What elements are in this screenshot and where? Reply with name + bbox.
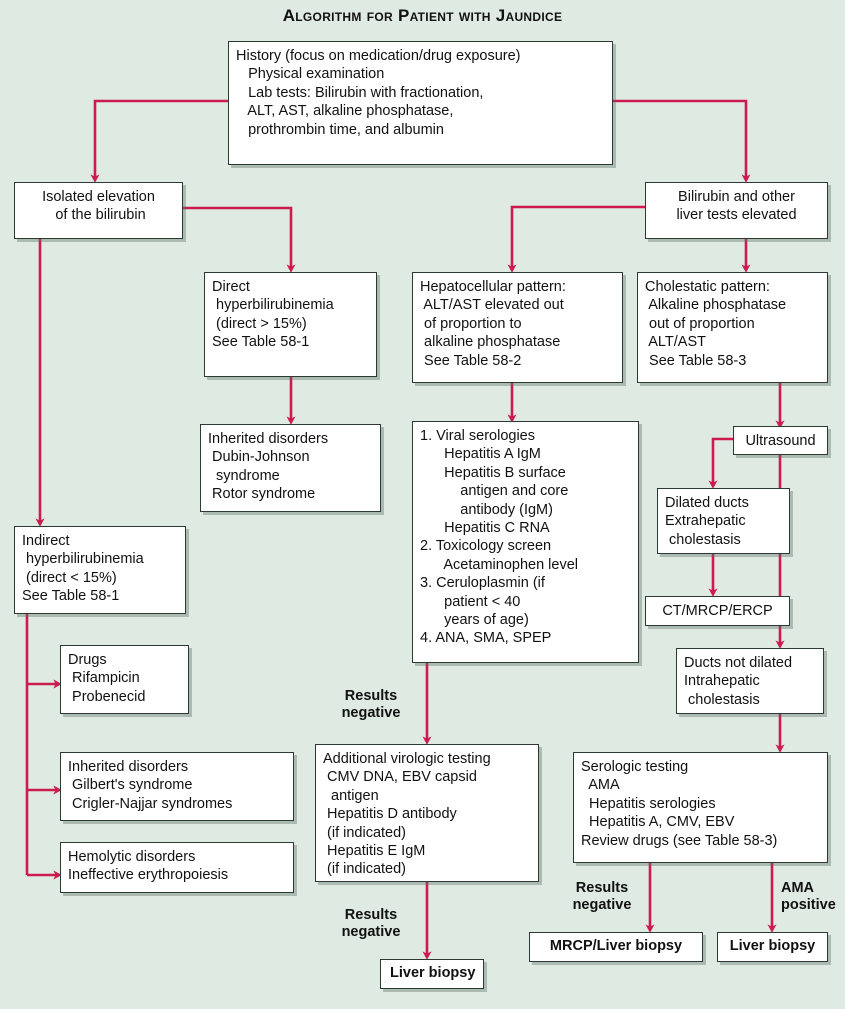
box-hemolytic-disorders: Hemolytic disorders Ineffective erythrop… [60,842,294,893]
box-liver-biopsy-right: Liver biopsy [717,932,828,962]
box-ultrasound: Ultrasound [733,426,828,455]
box-bilirubin-other: Bilirubin and other liver tests elevated [645,182,828,239]
page-title: Algorithm for Patient with Jaundice [282,6,563,25]
label-results-negative-center-top: Results negative [341,688,401,721]
box-ducts-not-dilated: Ducts not dilated Intrahepatic cholestas… [676,648,824,714]
box-cholestatic-pattern: Cholestatic pattern: Alkaline phosphatas… [637,272,828,383]
label-ama-positive: AMA positive [781,880,836,913]
box-mrcp-liver-biopsy: MRCP/Liver biopsy [529,932,703,962]
box-indirect-hyperbilirubinemia: Indirect hyperbilirubinemia (direct < 15… [14,526,186,614]
box-serologic-testing: Serologic testing AMA Hepatitis serologi… [573,752,828,863]
label-results-negative-right: Results negative [572,880,632,913]
box-isolated-elevation: Isolated elevation of the bilirubin [14,182,183,239]
box-history: History (focus on medication/drug exposu… [228,41,613,165]
box-drugs: Drugs Rifampicin Probenecid [60,645,189,714]
box-direct-hyperbilirubinemia: Direct hyperbilirubinemia (direct > 15%)… [204,272,377,377]
box-liver-biopsy-center: Liver biopsy [380,959,484,989]
box-ct-mrcp-ercp: CT/MRCP/ERCP [645,596,790,626]
box-inherited-disorders-indirect: Inherited disorders Gilbert's syndrome C… [60,752,294,821]
box-workup-list: 1. Viral serologies Hepatitis A IgM Hepa… [412,421,639,663]
label-results-negative-center-bottom: Results negative [341,907,401,940]
box-additional-virologic-testing: Additional virologic testing CMV DNA, EB… [315,744,539,882]
box-hepatocellular-pattern: Hepatocellular pattern: ALT/AST elevated… [412,272,623,383]
box-inherited-disorders-direct: Inherited disorders Dubin-Johnson syndro… [200,424,381,512]
box-dilated-ducts: Dilated ducts Extrahepatic cholestasis [657,488,790,554]
